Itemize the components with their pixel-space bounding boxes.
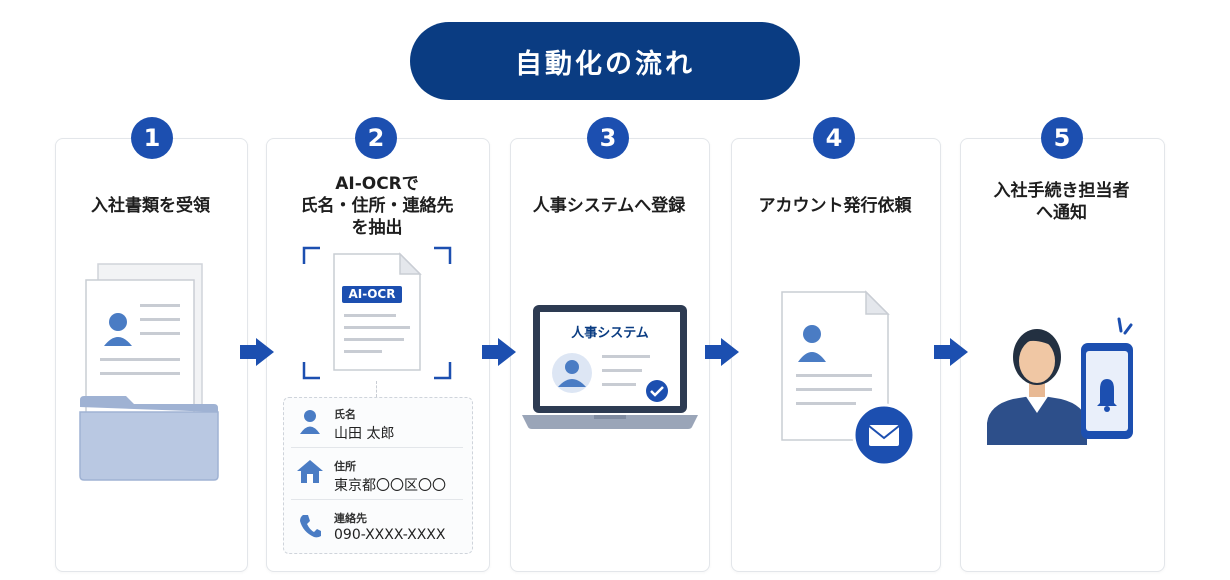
staff-notification-icon [987, 317, 1133, 445]
ocr-field-value-name: 山田 太郎 [334, 426, 395, 442]
step-title-3-text: 人事システムへ登録 [532, 196, 686, 216]
step-number-3: 3 [587, 117, 629, 159]
arrow-right-icon-1 [240, 338, 274, 366]
step-title-2-line-1: AI-OCRで [335, 174, 419, 194]
phone-icon [300, 515, 321, 538]
step-title-5-line-1: 入社手続き担当者 [993, 181, 1130, 201]
step-title-5: 入社手続き担当者 へ通知 [960, 180, 1163, 224]
arrow-right-icon-3 [705, 338, 739, 366]
step-number-4: 4 [813, 117, 855, 159]
person-icon [300, 410, 320, 434]
ocr-field-label-phone: 連絡先 [334, 512, 367, 525]
flow-title: 自動化の流れ [410, 22, 800, 100]
ocr-field-value-address: 東京都〇〇区〇〇 [334, 478, 446, 494]
document-mail-icon [781, 290, 916, 467]
ocr-divider-2 [291, 499, 463, 500]
laptop-icon [522, 305, 698, 429]
arrow-right-icon-2 [482, 338, 516, 366]
ocr-field-label-name: 氏名 [334, 408, 356, 421]
step-title-2: AI-OCRで 氏名・住所・連絡先 を抽出 [266, 173, 488, 239]
ocr-field-label-address: 住所 [334, 460, 356, 473]
house-icon [297, 460, 323, 483]
ocr-divider-1 [291, 447, 463, 448]
step-number-5: 5 [1041, 117, 1083, 159]
ocr-connector-line [376, 381, 377, 397]
step-number-1: 1 [131, 117, 173, 159]
ocr-field-value-phone: 090-XXXX-XXXX [334, 527, 446, 543]
step-number-2: 2 [355, 117, 397, 159]
ocr-badge: AI-OCR [348, 287, 396, 301]
step-title-4-text: アカウント発行依頼 [758, 196, 912, 216]
step-title-3: 人事システムへ登録 [510, 195, 708, 217]
arrow-right-icon-4 [934, 338, 968, 366]
step-title-2-line-2: 氏名・住所・連絡先 [300, 196, 454, 216]
step-title-4: アカウント発行依頼 [731, 195, 939, 217]
hr-system-screen-title: 人事システム [571, 326, 649, 341]
documents-folder-icon [79, 263, 219, 481]
ocr-scan-frame-icon [302, 246, 452, 380]
step-title-1-text: 入社書類を受領 [91, 196, 210, 216]
step-title-5-line-2: へ通知 [1036, 203, 1087, 223]
step-title-2-line-3: を抽出 [351, 218, 403, 238]
step-title-1: 入社書類を受領 [55, 195, 246, 217]
